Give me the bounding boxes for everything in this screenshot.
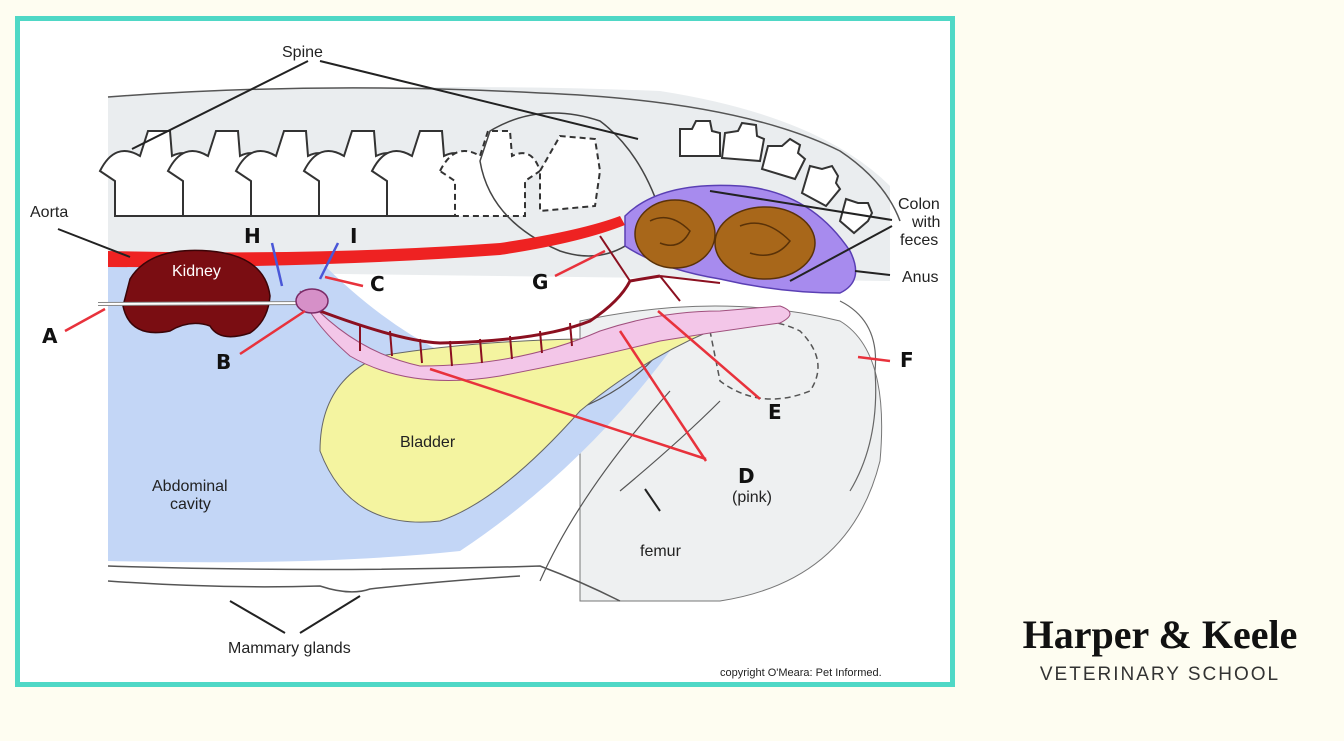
letter-b: B	[216, 350, 231, 374]
label-mammary-glands: Mammary glands	[228, 640, 351, 657]
label-abdominal-line2: cavity	[170, 496, 211, 513]
school-logo: Harper & Keele VETERINARY SCHOOL	[1000, 612, 1320, 686]
label-colon-line2: with	[911, 214, 940, 231]
back-outline	[107, 87, 901, 222]
label-spine: Spine	[282, 44, 323, 61]
feces-texture	[649, 216, 791, 256]
uterine-vessel-branches	[359, 235, 721, 367]
belly-skin	[107, 575, 521, 593]
letter-g: G	[532, 270, 548, 294]
uterus	[299, 290, 791, 381]
diagram-frame: Spine Aorta Kidney Colon with feces Anus…	[15, 16, 955, 687]
logo-subtitle: VETERINARY SCHOOL	[1039, 664, 1281, 685]
feces-1	[634, 199, 716, 269]
tail-outline	[839, 300, 877, 492]
ovary	[295, 288, 329, 314]
letter-f: F	[900, 348, 914, 372]
label-pink: (pink)	[732, 489, 772, 506]
label-anus: Anus	[902, 269, 938, 286]
letter-e: E	[768, 400, 782, 424]
kidney	[122, 249, 271, 338]
belly-outline	[107, 565, 621, 602]
label-abdominal-line1: Abdominal	[152, 478, 228, 495]
blue-pointers	[270, 242, 340, 287]
label-aorta: Aorta	[30, 204, 68, 221]
feces-2	[714, 206, 816, 280]
label-kidney: Kidney	[172, 263, 221, 280]
label-colon-line3: feces	[900, 232, 938, 249]
letter-c: C	[370, 272, 385, 296]
label-colon-line1: Colon	[898, 196, 940, 213]
hip-joint	[709, 320, 819, 400]
black-pointers	[57, 60, 893, 634]
letter-a: A	[42, 324, 58, 348]
hindquarter-region	[579, 305, 883, 602]
label-femur: femur	[640, 543, 682, 560]
anatomy-diagram: Spine Aorta Kidney Colon with feces Anus…	[30, 44, 940, 679]
letter-d: D	[738, 464, 755, 488]
label-bladder: Bladder	[400, 434, 456, 451]
ureter-inner	[97, 302, 311, 305]
vertebrae	[98, 120, 874, 235]
aorta	[108, 216, 625, 268]
letter-h: H	[244, 224, 261, 248]
red-pointers	[64, 249, 891, 462]
letter-i: I	[350, 224, 357, 248]
copyright-notice: copyright O'Meara: Pet Informed.	[720, 667, 882, 679]
logo-name: Harper & Keele	[1022, 612, 1298, 657]
